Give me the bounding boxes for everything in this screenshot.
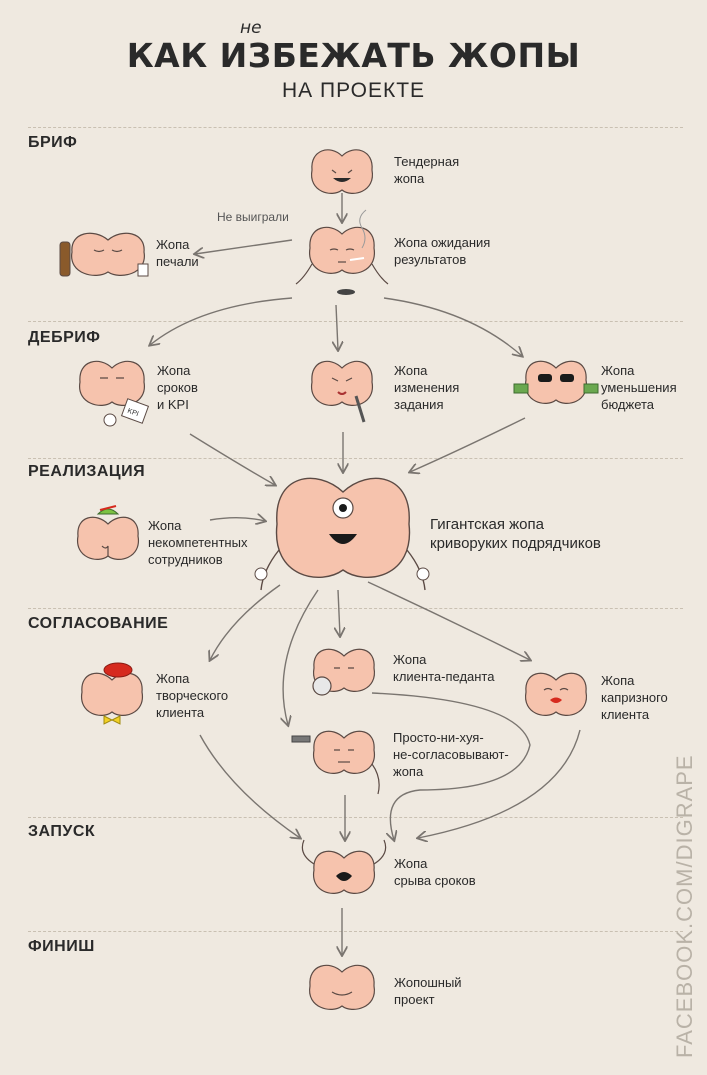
stage-label-approval: СОГЛАСОВАНИЕ bbox=[28, 615, 169, 632]
label-missed-deadlines: Жопа срыва сроков bbox=[394, 856, 476, 888]
label-waiting: Жопа ожидания результатов bbox=[394, 235, 491, 267]
arrow-giant-to-pedant bbox=[338, 589, 340, 636]
divider-implementation bbox=[28, 458, 683, 459]
stage-label-brief: БРИФ bbox=[28, 134, 78, 151]
stage-label-implementation: РЕАЛИЗАЦИЯ bbox=[28, 463, 146, 480]
label-task-change: Жопа изменения задания bbox=[394, 363, 460, 412]
edge-label-lost: Не выиграли bbox=[217, 210, 289, 224]
character-creative-client bbox=[81, 662, 143, 725]
arrow-deadlines-to-giant bbox=[189, 433, 275, 485]
label-tender: Тендерная жопа bbox=[394, 154, 460, 186]
character-giant bbox=[254, 477, 430, 591]
character-budget-cut bbox=[513, 360, 599, 404]
kpi-sheet-text: KPI bbox=[126, 408, 139, 418]
character-just-disagree bbox=[291, 730, 380, 795]
arrow-capricious-to-missed bbox=[418, 729, 581, 838]
divider-debrief bbox=[28, 321, 683, 322]
arrow-giant-to-creative bbox=[210, 584, 281, 660]
character-awesome bbox=[309, 964, 375, 1010]
arrow-waiting-to-task-change bbox=[336, 304, 338, 350]
label-just-disagree: Просто-ни-хуя- не-согласовывают- жопа bbox=[393, 730, 509, 779]
label-sadness: Жопа печали bbox=[156, 237, 199, 269]
divider-launch bbox=[28, 817, 683, 818]
arrow-waiting-to-sadness bbox=[195, 239, 293, 254]
arrow-pedant-loop bbox=[371, 692, 531, 840]
arrow-creative-to-missed bbox=[199, 734, 300, 838]
arrow-budget-cut-to-giant bbox=[410, 417, 526, 472]
arrow-waiting-to-budget-cut bbox=[383, 297, 522, 356]
title-ne: не bbox=[240, 18, 262, 38]
label-incompetent: Жопа некомпетентных сотрудников bbox=[148, 518, 248, 567]
stage-label-debrief: ДЕБРИФ bbox=[28, 329, 101, 346]
character-waiting bbox=[295, 209, 389, 295]
arrow-giant-to-capricious bbox=[367, 581, 530, 660]
label-capricious-client: Жопа капризного клиента bbox=[601, 673, 668, 722]
page-subtitle: НА ПРОЕКТЕ bbox=[281, 79, 426, 102]
divider-brief bbox=[28, 127, 683, 128]
stage-label-launch: ЗАПУСК bbox=[28, 823, 96, 840]
label-giant: Гигантская жопа криворуких подрядчиков bbox=[430, 516, 601, 552]
stage-label-finish: ФИНИШ bbox=[28, 938, 95, 955]
label-budget-cut: Жопа уменьшения бюджета bbox=[601, 363, 677, 412]
arrow-incompetent-to-giant bbox=[209, 518, 265, 521]
label-deadlines-kpi: Жопа сроков и KPI bbox=[157, 363, 198, 412]
character-task-change bbox=[311, 360, 373, 423]
divider-finish bbox=[28, 931, 683, 932]
label-creative-client: Жопа творческого клиента bbox=[156, 671, 229, 720]
character-capricious-client bbox=[525, 672, 587, 716]
arrow-giant-to-just-disagree bbox=[283, 589, 319, 725]
character-tender bbox=[311, 149, 373, 194]
divider-approval bbox=[28, 608, 683, 609]
character-incompetent bbox=[77, 505, 139, 560]
character-missed-deadlines bbox=[301, 839, 387, 894]
arrow-waiting-to-deadlines bbox=[150, 297, 293, 345]
page-title: КАК ИЗБЕЖАТЬ ЖОПЫ bbox=[126, 36, 581, 75]
label-pedant-client: Жопа клиента-педанта bbox=[393, 652, 495, 684]
character-pedant-client bbox=[312, 648, 375, 696]
label-awesome: Жопошный проект bbox=[394, 975, 462, 1007]
character-sadness bbox=[59, 232, 149, 277]
character-deadlines-kpi: KPI bbox=[79, 360, 150, 427]
